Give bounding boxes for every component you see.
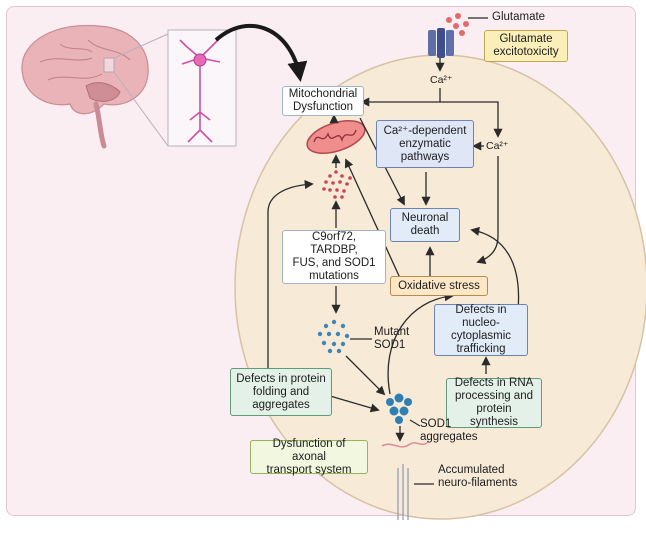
mitochondrial-dysfunction-box: Mitochondrial Dysfunction — [282, 86, 364, 116]
neuronal-death-box: Neuronal death — [390, 208, 460, 242]
calcium-label-top: Ca²⁺ — [430, 74, 453, 86]
neuron-inset — [167, 29, 237, 147]
mutation-dots-icon — [322, 170, 352, 199]
mutations-box: C9orf72, TARDBP, FUS, and SOD1 mutations — [282, 230, 386, 284]
glutamate-excitotoxicity-box: Glutamate excitotoxicity — [484, 30, 568, 62]
mutant-sod1-dots-icon — [317, 319, 350, 354]
axon — [397, 464, 409, 520]
glutamate-label: Glutamate — [492, 11, 546, 23]
glutamate-molecule-icon — [446, 13, 469, 36]
ca-dependent-pathways-box: Ca²⁺-dependent enzymatic pathways — [376, 120, 474, 168]
mitochondrion-icon — [306, 120, 366, 154]
oxidative-stress-box: Oxidative stress — [390, 276, 488, 296]
calcium-label-right: Ca²⁺ — [486, 140, 509, 152]
rna-processing-box: Defects in RNA processing and protein sy… — [446, 377, 542, 428]
sod1-aggregates-icon — [386, 393, 412, 424]
neurofilaments-label: Accumulated neuro-filaments — [438, 464, 518, 489]
mutant-sod1-label: Mutant SOD1 — [374, 326, 410, 351]
sod1-aggregates-label: SOD1 aggregates — [420, 418, 478, 443]
brain-illustration — [21, 24, 149, 149]
protein-folding-box: Defects in protein folding and aggregate… — [230, 368, 332, 416]
glutamate-receptor-icon — [428, 28, 454, 58]
nucleocytoplasmic-trafficking-box: Defects in nucleo- cytoplasmic trafficki… — [434, 304, 528, 356]
axonal-transport-box: Dysfunction of axonal transport system — [250, 438, 368, 476]
filament-tangle-icon — [381, 441, 429, 448]
zoom-arrow — [214, 23, 308, 82]
